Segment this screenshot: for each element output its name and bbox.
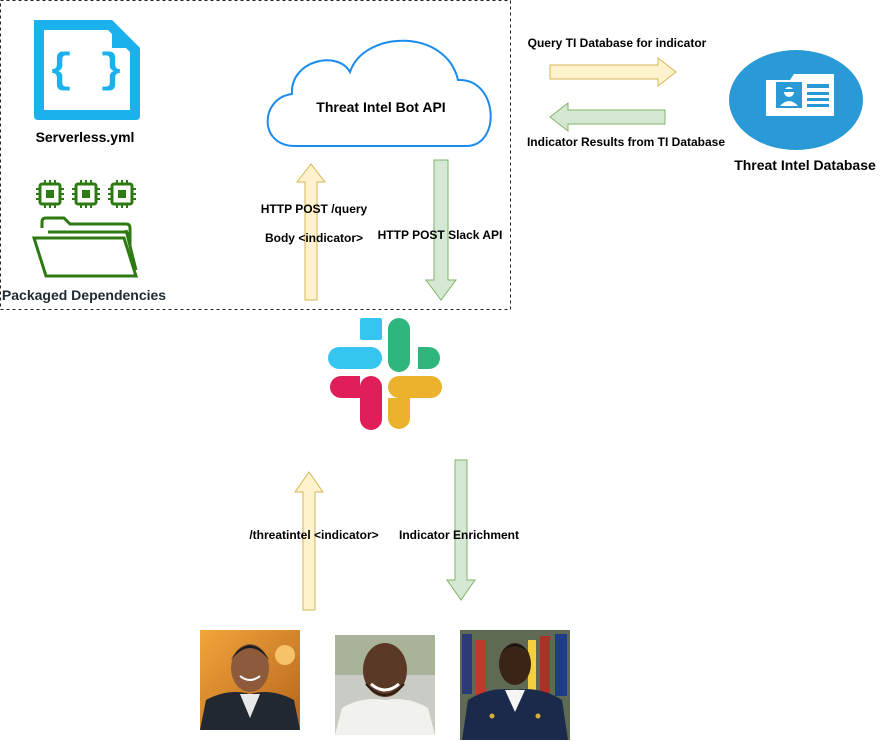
- query-db-label: Query TI Database for indicator: [528, 36, 707, 50]
- threat-intel-bot-api-cloud: Threat Intel Bot API: [266, 39, 492, 147]
- slash-command-label: /threatintel <indicator>: [249, 528, 378, 542]
- enrichment-arrow: [446, 459, 476, 601]
- dependencies-label: Packaged Dependencies: [2, 287, 166, 303]
- serverless-boundary: [0, 0, 511, 310]
- threat-intel-database-icon: [729, 50, 863, 150]
- user-photo-3: [460, 630, 570, 740]
- http-post-slack-arrow: [425, 159, 457, 301]
- query-db-arrow: [549, 56, 677, 88]
- serverless-config-file-icon: { }: [34, 20, 140, 120]
- slash-command-arrow: [294, 471, 324, 611]
- user-photo-1: [200, 630, 300, 730]
- serverless-label: Serverless.yml: [36, 129, 135, 145]
- http-post-slack-label: HTTP POST Slack API: [378, 228, 503, 242]
- chips-folder-icon: [31, 180, 139, 278]
- enrichment-label: Indicator Enrichment: [399, 528, 519, 542]
- http-post-body-label: Body <indicator>: [265, 231, 363, 245]
- slack-logo-icon: [328, 318, 442, 430]
- db-results-label: Indicator Results from TI Database: [527, 135, 725, 149]
- api-name: Threat Intel Bot API: [316, 99, 445, 115]
- db-results-arrow: [549, 101, 666, 133]
- http-post-query-label: HTTP POST /query: [261, 202, 368, 216]
- user-photo-2: [335, 635, 435, 735]
- http-post-query-arrow: [295, 163, 327, 301]
- svg-text:{ }: { }: [48, 47, 124, 95]
- database-name: Threat Intel Database: [734, 157, 876, 173]
